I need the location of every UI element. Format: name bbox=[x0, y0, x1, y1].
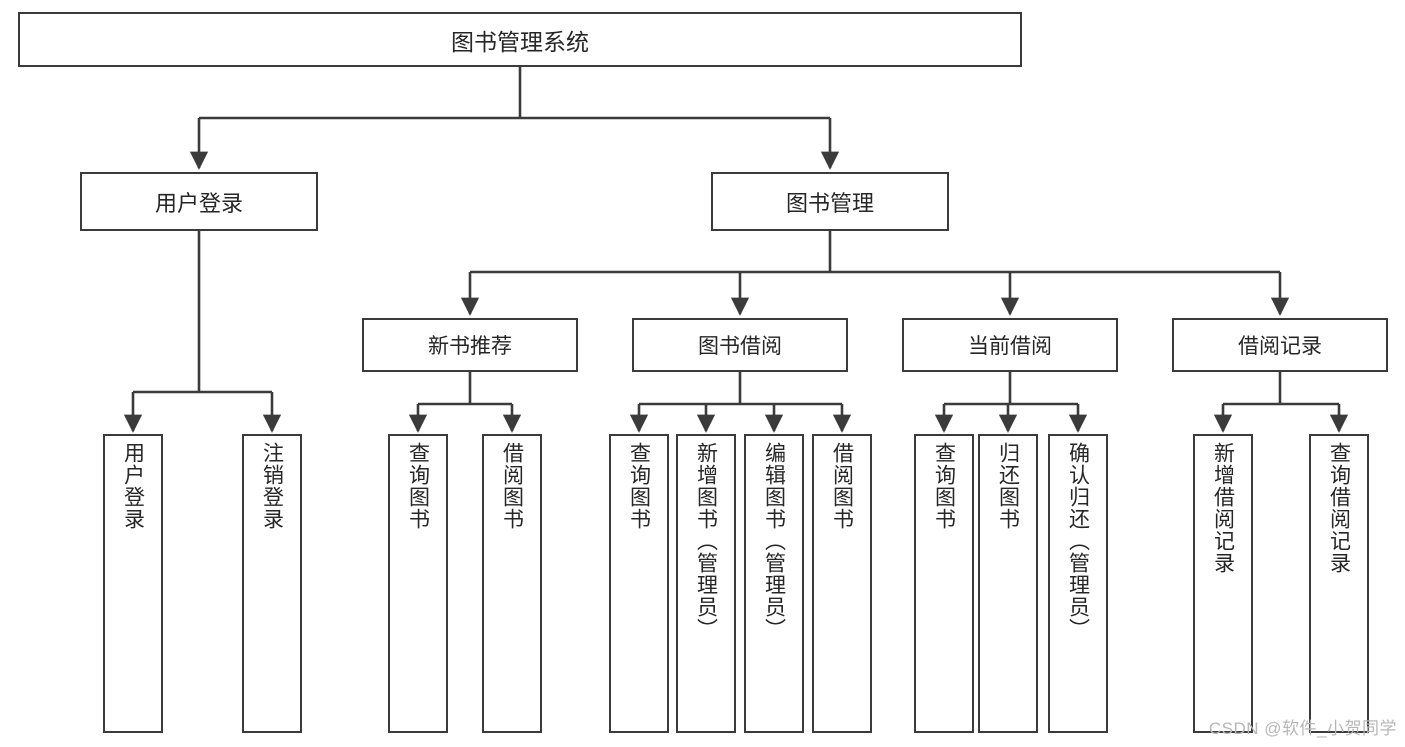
leaf-label: 新增图书（管理员） bbox=[694, 442, 718, 640]
leaf-book-borrow-query[interactable]: 查询图书 bbox=[609, 434, 669, 733]
node-new-book-recommend[interactable]: 新书推荐 bbox=[362, 318, 578, 372]
leaf-book-borrow-borrow[interactable]: 借阅图书 bbox=[812, 434, 872, 733]
leaf-label: 查询借阅记录 bbox=[1327, 442, 1351, 574]
leaf-borrow-record-add[interactable]: 新增借阅记录 bbox=[1193, 434, 1253, 733]
leaf-current-borrow-query[interactable]: 查询图书 bbox=[914, 434, 974, 733]
node-book-management[interactable]: 图书管理 bbox=[711, 172, 949, 231]
leaf-label: 注销登录 bbox=[260, 442, 284, 530]
node-user-login-label: 用户登录 bbox=[154, 190, 243, 216]
leaf-label: 归还图书 bbox=[996, 442, 1020, 530]
leaf-label: 编辑图书（管理员） bbox=[762, 442, 786, 640]
node-user-login[interactable]: 用户登录 bbox=[80, 172, 318, 231]
leaf-label: 查询图书 bbox=[627, 442, 651, 530]
leaf-label: 查询图书 bbox=[406, 442, 430, 530]
node-root-label: 图书管理系统 bbox=[451, 28, 589, 55]
leaf-current-borrow-return[interactable]: 归还图书 bbox=[978, 434, 1038, 733]
node-book-borrow-label: 图书借阅 bbox=[698, 335, 782, 358]
leaf-borrow-record-query[interactable]: 查询借阅记录 bbox=[1309, 434, 1369, 733]
leaf-book-borrow-edit[interactable]: 编辑图书（管理员） bbox=[744, 434, 804, 733]
leaf-book-borrow-add[interactable]: 新增图书（管理员） bbox=[676, 434, 736, 733]
node-borrow-record-label: 借阅记录 bbox=[1238, 335, 1322, 358]
node-new-book-recommend-label: 新书推荐 bbox=[428, 335, 512, 358]
node-current-borrow[interactable]: 当前借阅 bbox=[902, 318, 1118, 372]
node-book-borrow[interactable]: 图书借阅 bbox=[632, 318, 848, 372]
leaf-user-login-signout[interactable]: 注销登录 bbox=[242, 434, 302, 733]
leaf-label: 新增借阅记录 bbox=[1211, 442, 1235, 574]
node-borrow-record[interactable]: 借阅记录 bbox=[1172, 318, 1388, 372]
node-root[interactable]: 图书管理系统 bbox=[18, 12, 1022, 67]
watermark: CSDN @软件_小贺同学 bbox=[1208, 719, 1397, 738]
leaf-label: 确认归还（管理员） bbox=[1066, 442, 1090, 640]
leaf-label: 借阅图书 bbox=[830, 442, 854, 530]
node-current-borrow-label: 当前借阅 bbox=[968, 335, 1052, 358]
leaf-current-borrow-confirm[interactable]: 确认归还（管理员） bbox=[1048, 434, 1108, 733]
leaf-new-book-query[interactable]: 查询图书 bbox=[388, 434, 448, 733]
leaf-user-login-signin[interactable]: 用户登录 bbox=[103, 434, 163, 733]
leaf-label: 用户登录 bbox=[121, 442, 145, 530]
leaf-new-book-borrow[interactable]: 借阅图书 bbox=[482, 434, 542, 733]
leaf-label: 查询图书 bbox=[932, 442, 956, 530]
node-book-management-label: 图书管理 bbox=[785, 190, 874, 216]
leaf-label: 借阅图书 bbox=[500, 442, 524, 530]
